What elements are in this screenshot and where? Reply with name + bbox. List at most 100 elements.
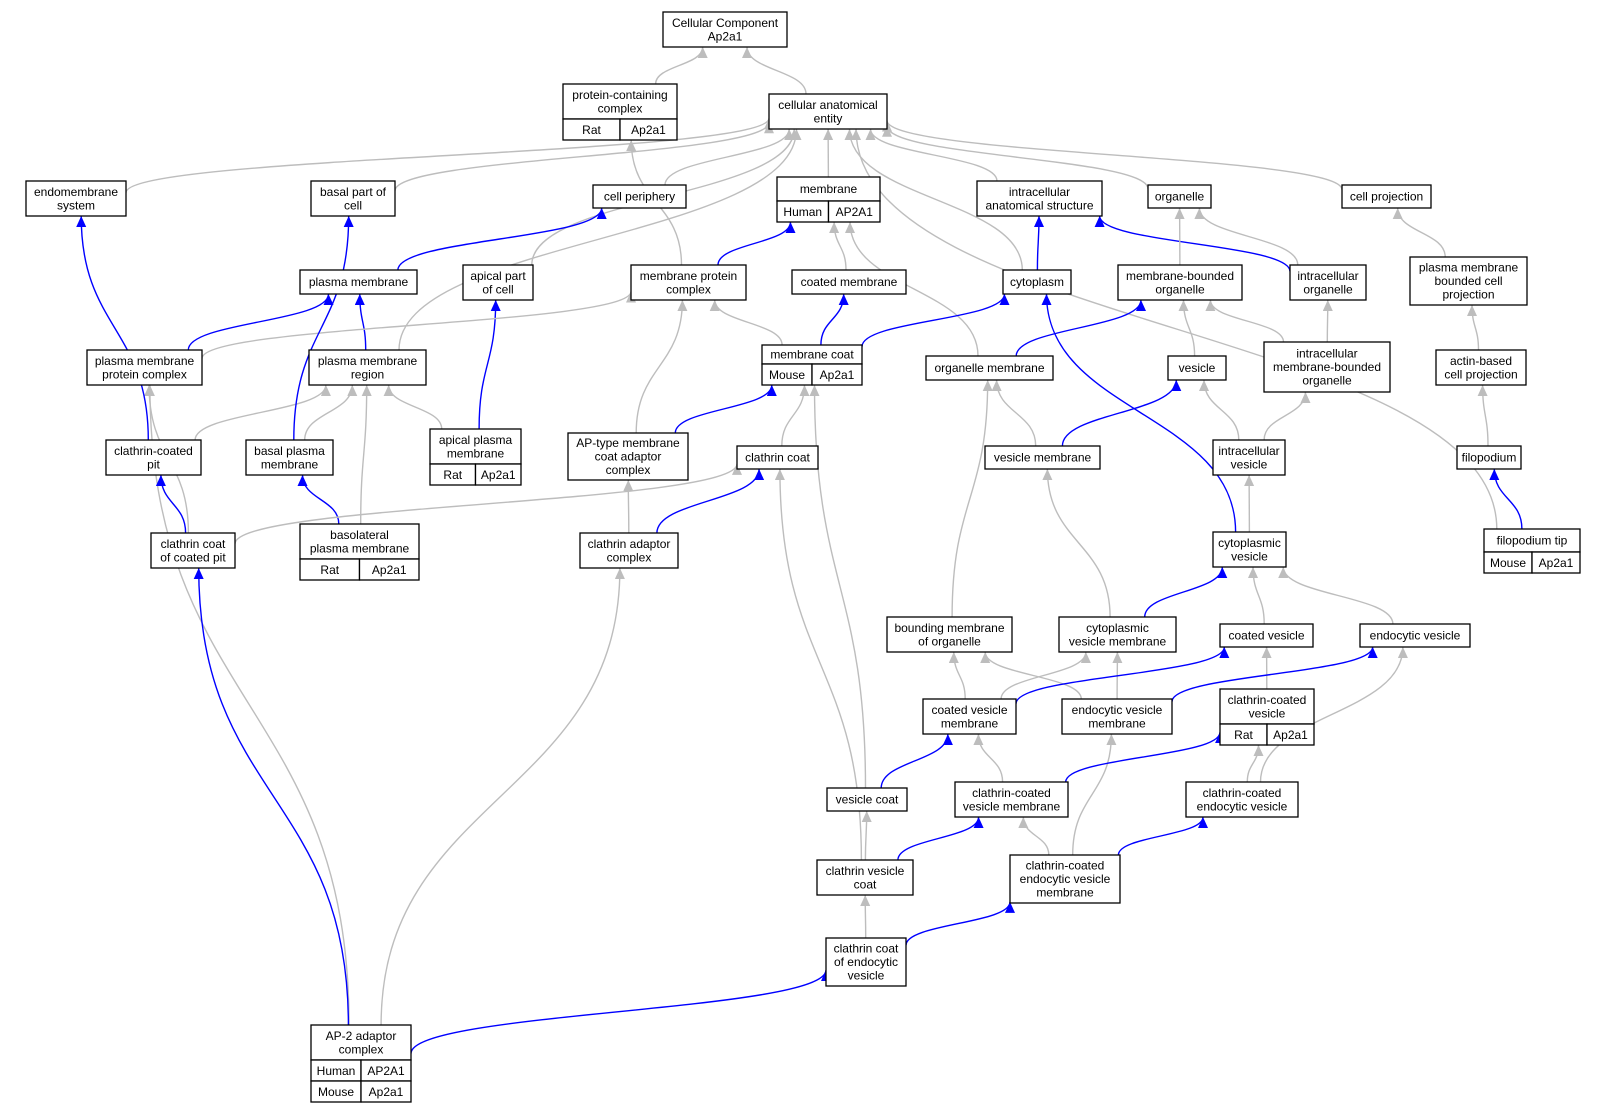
gene-cell bbox=[360, 1080, 412, 1103]
term-label-line: membrane-bounded bbox=[1126, 269, 1234, 283]
edge-is_a-ccevm-to-evm bbox=[1072, 733, 1117, 856]
term-box bbox=[1341, 184, 1432, 209]
node-layer: Cellular ComponentAp2a1protein-containin… bbox=[25, 11, 1581, 1103]
term-box bbox=[1009, 854, 1121, 904]
edge-is_a-imbo-to-mbo bbox=[1205, 299, 1285, 343]
term-box bbox=[310, 1024, 412, 1061]
term-node-orgmem[interactable]: organelle membrane bbox=[925, 355, 1054, 381]
term-box bbox=[976, 180, 1103, 217]
term-label-line: complex bbox=[666, 282, 711, 296]
term-node-coatedmem[interactable]: coated membrane bbox=[791, 269, 907, 295]
term-node-pm[interactable]: plasma membrane bbox=[299, 269, 418, 295]
term-label-line: Cellular Component bbox=[672, 16, 779, 30]
edge-is_a-ap2-to-cadapt bbox=[380, 567, 625, 1026]
edge-is_a-endoves-to-cytoves bbox=[1278, 566, 1394, 625]
edge-is_a-cellper-to-cae bbox=[664, 128, 795, 186]
edge-is_a-orgmem-to-membrane bbox=[845, 221, 979, 357]
term-label-line: plasma membrane bbox=[95, 354, 195, 368]
term-node-coatedves[interactable]: coated vesicle bbox=[1219, 623, 1314, 648]
term-label-line: clathrin adaptor bbox=[588, 537, 671, 551]
species-label: Human bbox=[783, 205, 822, 219]
edge-is_a-organelle-to-cae bbox=[882, 125, 1149, 190]
edge-part_of-mpc-to-membrane bbox=[717, 221, 796, 266]
term-node-organelle[interactable]: organelle bbox=[1147, 184, 1212, 209]
term-box bbox=[1409, 256, 1528, 306]
term-node-cellper[interactable]: cell periphery bbox=[592, 184, 687, 209]
edge-is_a-bmo-to-orgmem bbox=[951, 379, 993, 618]
term-label-line: membrane bbox=[1088, 716, 1146, 730]
term-node-cytoplasm[interactable]: cytoplasm bbox=[1002, 269, 1072, 295]
edge-part_of-pmpc-to-pm bbox=[187, 293, 334, 351]
term-node-vesicle[interactable]: vesicle bbox=[1167, 355, 1227, 381]
term-label-line: apical part bbox=[470, 269, 526, 283]
term-label-line: cytoplasmic bbox=[1218, 536, 1281, 550]
term-label-line: clathrin-coated bbox=[1203, 786, 1282, 800]
term-label-line: Ap2a1 bbox=[708, 29, 743, 43]
term-label-line: cell periphery bbox=[604, 190, 675, 204]
term-node-cellproj[interactable]: cell projection bbox=[1341, 184, 1432, 209]
edge-is_a-imbo-to-intraorg bbox=[1322, 299, 1333, 343]
edge-part_of-aptype-to-memcoat bbox=[674, 384, 777, 434]
term-box bbox=[86, 349, 203, 386]
gene-label: AP2A1 bbox=[367, 1064, 405, 1078]
term-label-line: entity bbox=[814, 111, 843, 125]
gene-cell bbox=[619, 118, 678, 141]
term-label-line: system bbox=[57, 198, 95, 212]
term-node-clathcoat[interactable]: clathrin coat bbox=[736, 445, 819, 470]
edge-is_a-pcc-to-root bbox=[654, 46, 708, 85]
term-label-line: organelle bbox=[1155, 190, 1205, 204]
term-label-line: membrane bbox=[941, 716, 999, 730]
term-box bbox=[299, 269, 418, 295]
term-box bbox=[1219, 623, 1314, 648]
term-node-filopodium[interactable]: filopodium bbox=[1456, 445, 1522, 470]
term-node-endoves[interactable]: endocytic vesicle bbox=[1359, 623, 1471, 648]
term-node-vescoat[interactable]: vesicle coat bbox=[826, 787, 908, 812]
gene-cell bbox=[811, 363, 863, 386]
gene-label: Ap2a1 bbox=[481, 468, 516, 482]
term-label-line: cell projection bbox=[1350, 190, 1423, 204]
edge-is_a-ap2-to-pmpc bbox=[144, 384, 350, 1026]
term-node-vesmem[interactable]: vesicle membrane bbox=[984, 445, 1101, 470]
gene-cell bbox=[474, 463, 522, 486]
edge-is_a-ccev-to-endoves bbox=[1259, 646, 1408, 783]
term-box bbox=[462, 264, 534, 301]
